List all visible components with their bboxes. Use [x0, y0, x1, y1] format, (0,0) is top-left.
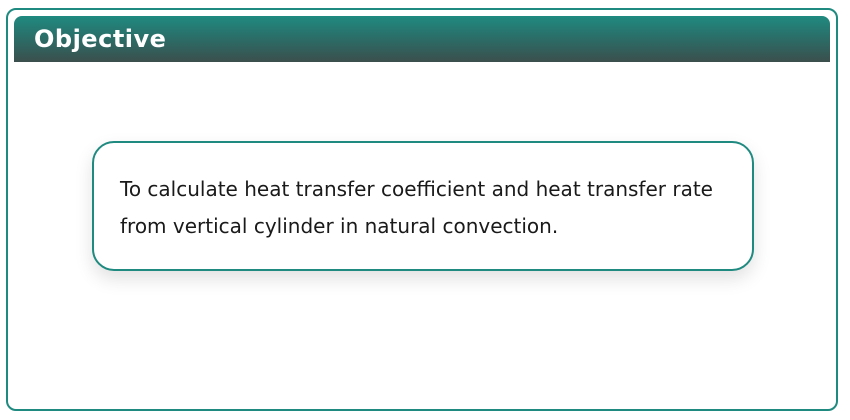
- objective-panel: Objective To calculate heat transfer coe…: [6, 8, 838, 411]
- panel-header: Objective: [14, 16, 830, 62]
- objective-card: To calculate heat transfer coefficient a…: [92, 141, 754, 271]
- panel-title: Objective: [34, 25, 167, 53]
- objective-text: To calculate heat transfer coefficient a…: [120, 177, 713, 238]
